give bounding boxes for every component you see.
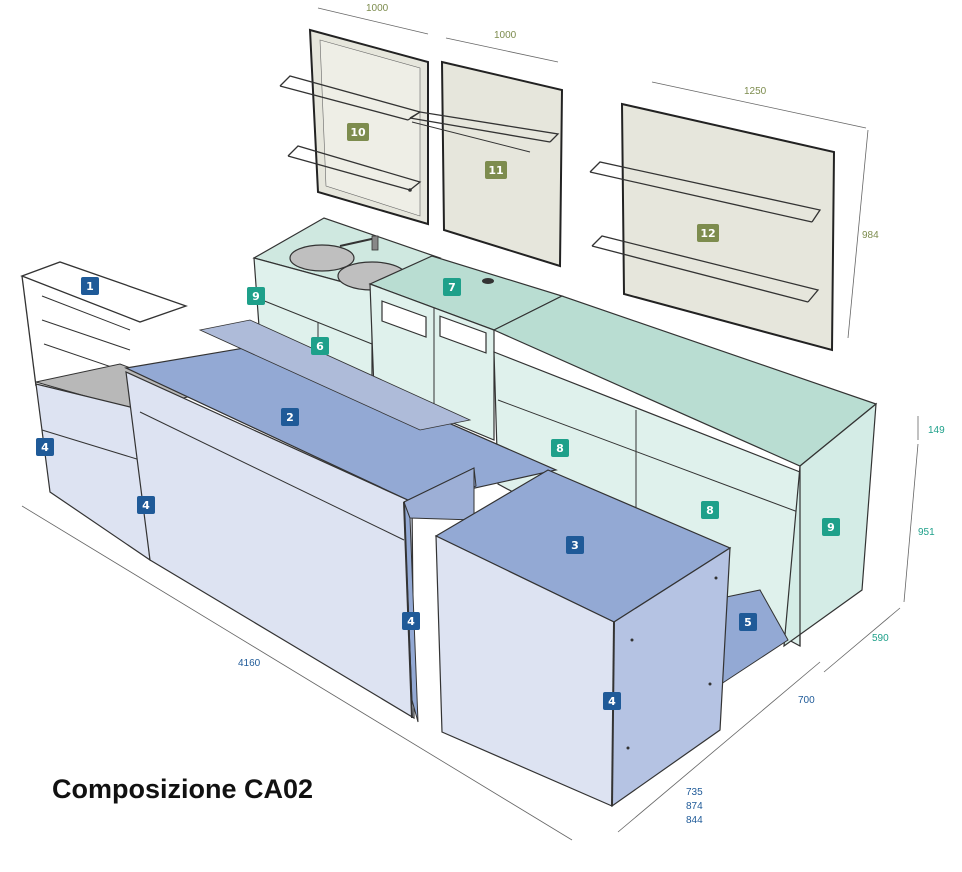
part-badge-4: 4 (137, 496, 155, 514)
rear-counter (252, 217, 878, 691)
badge-box (443, 278, 461, 296)
dim-upper-height: 149 (928, 425, 945, 436)
badge-label: 7 (448, 281, 456, 294)
badge-label: 6 (316, 340, 324, 353)
badge-box (281, 408, 299, 426)
badge-label: 8 (556, 442, 564, 455)
part-badge-12: 12 (697, 224, 719, 242)
badge-box (311, 337, 329, 355)
dim-front-height-2: 874 (686, 801, 703, 812)
part-badge-4: 4 (402, 612, 420, 630)
part-badge-1: 1 (81, 277, 99, 295)
front-counter (20, 261, 732, 808)
part-badge-8: 8 (701, 501, 719, 519)
badge-box (551, 439, 569, 457)
badge-label: 1 (86, 280, 94, 293)
dim-panel11-width: 1000 (494, 30, 517, 41)
part-badge-4: 4 (36, 438, 54, 456)
part-badge-4: 4 (603, 692, 621, 710)
part-badge-10: 10 (347, 123, 369, 141)
badge-label: 4 (407, 615, 415, 628)
badge-box (485, 161, 507, 179)
badge-box (697, 224, 719, 242)
part-badge-2: 2 (281, 408, 299, 426)
part-badge-9: 9 (822, 518, 840, 536)
badge-label: 2 (286, 411, 294, 424)
dim-panel12-width: 1250 (744, 86, 767, 97)
part-badge-9: 9 (247, 287, 265, 305)
badge-box (247, 287, 265, 305)
badge-label: 4 (41, 441, 49, 454)
dim-panel10-width: 1000 (366, 3, 389, 14)
part-badge-7: 7 (443, 278, 461, 296)
badge-label: 4 (142, 499, 150, 512)
badge-label: 8 (706, 504, 714, 517)
badge-box (822, 518, 840, 536)
part-badge-11: 11 (485, 161, 507, 179)
badge-box (36, 438, 54, 456)
part-badge-8: 8 (551, 439, 569, 457)
badge-label: 9 (827, 521, 835, 534)
dim-front-height-3: 844 (686, 815, 703, 826)
dim-front-depth: 700 (798, 695, 815, 706)
badge-label: 5 (744, 616, 752, 629)
badge-label: 12 (700, 227, 715, 240)
dim-front-height-1: 735 (686, 787, 703, 798)
badge-label: 10 (350, 126, 366, 139)
part-badge-3: 3 (566, 536, 584, 554)
badge-box (347, 123, 369, 141)
badge-label: 11 (488, 164, 503, 177)
part-badge-6: 6 (311, 337, 329, 355)
badge-box (402, 612, 420, 630)
badge-box (739, 613, 757, 631)
badge-label: 9 (252, 290, 260, 303)
badge-label: 4 (608, 695, 616, 708)
wall-panel-12 (589, 102, 836, 352)
composition-title: Composizione CA02 (52, 774, 314, 804)
badge-label: 3 (571, 539, 579, 552)
dim-total-length: 4160 (238, 658, 261, 669)
badge-box (603, 692, 621, 710)
badge-box (701, 501, 719, 519)
dim-rear-height: 951 (918, 527, 935, 538)
badge-box (137, 496, 155, 514)
dimension-labels: 1000 1000 1250 984 149 951 590 700 4160 … (238, 3, 945, 826)
badge-box (566, 536, 584, 554)
dimension-lines (21, 7, 919, 841)
part-badge-5: 5 (739, 613, 757, 631)
dim-rear-depth: 590 (872, 633, 889, 644)
badge-box (81, 277, 99, 295)
dim-panel-height: 984 (862, 230, 879, 241)
